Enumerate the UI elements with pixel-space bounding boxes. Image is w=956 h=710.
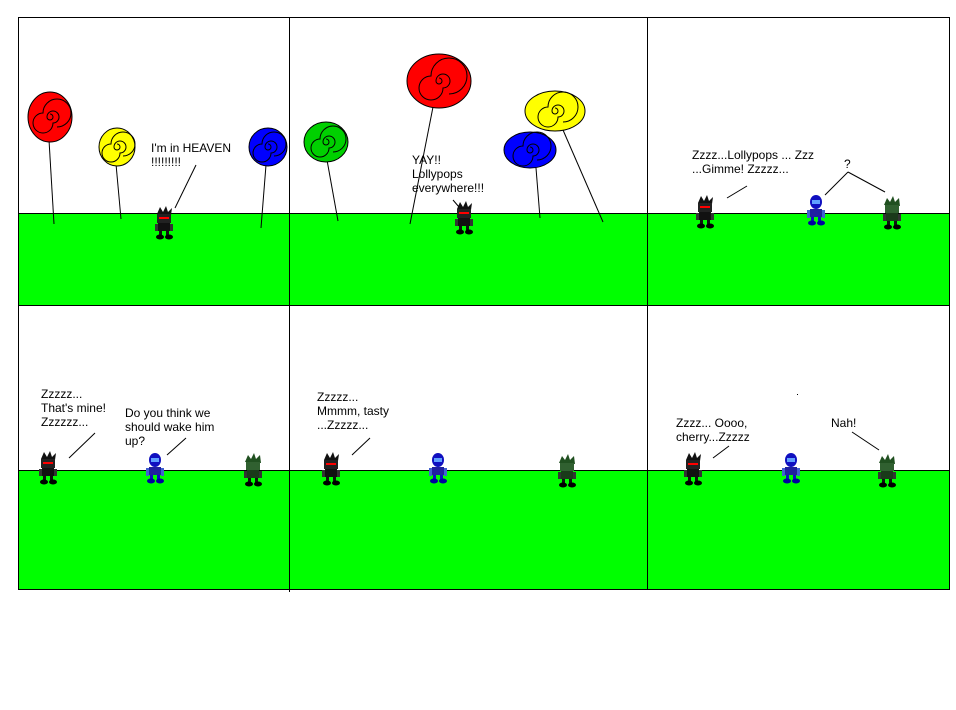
green-lollipop <box>303 121 349 222</box>
stray-dot <box>797 394 798 395</box>
big-red-lollipop <box>406 53 472 225</box>
panel-borders <box>18 17 950 592</box>
red-lollipop <box>27 91 73 225</box>
speech-p3-question: ? <box>844 157 851 171</box>
blue-lollipop-2 <box>503 131 557 219</box>
grass-row-1 <box>18 213 950 305</box>
speech-pointers <box>68 164 886 459</box>
yellow-lollipop-2 <box>524 90 604 223</box>
speech-p2-hero: YAY!! Lollypops everywhere!!! <box>412 153 485 195</box>
panel-1-lollipops <box>27 91 288 229</box>
panel-2-lollipops <box>303 53 604 225</box>
speech-p6-sleeper: Zzzz... Oooo, cherry...Zzzzz <box>676 416 750 444</box>
speech-p3-sleeper: Zzzz...Lollypops ... Zzz ...Gimme! Zzzzz… <box>692 148 815 176</box>
speech-p4-sleeper: Zzzzz... That's mine! Zzzzzz... <box>41 387 106 429</box>
blue-lollipop <box>248 127 288 229</box>
speech-p5-sleeper: Zzzzz... Mmmm, tasty ...Zzzzz... <box>317 390 389 432</box>
speech-p6-green: Nah! <box>831 416 857 430</box>
speech-p4-blue: Do you think we should wake him up? <box>125 406 215 448</box>
speech-p1-hero: I'm in HEAVEN !!!!!!!!! <box>151 141 232 169</box>
yellow-lollipop <box>98 127 136 220</box>
grass-row-2 <box>18 471 950 590</box>
